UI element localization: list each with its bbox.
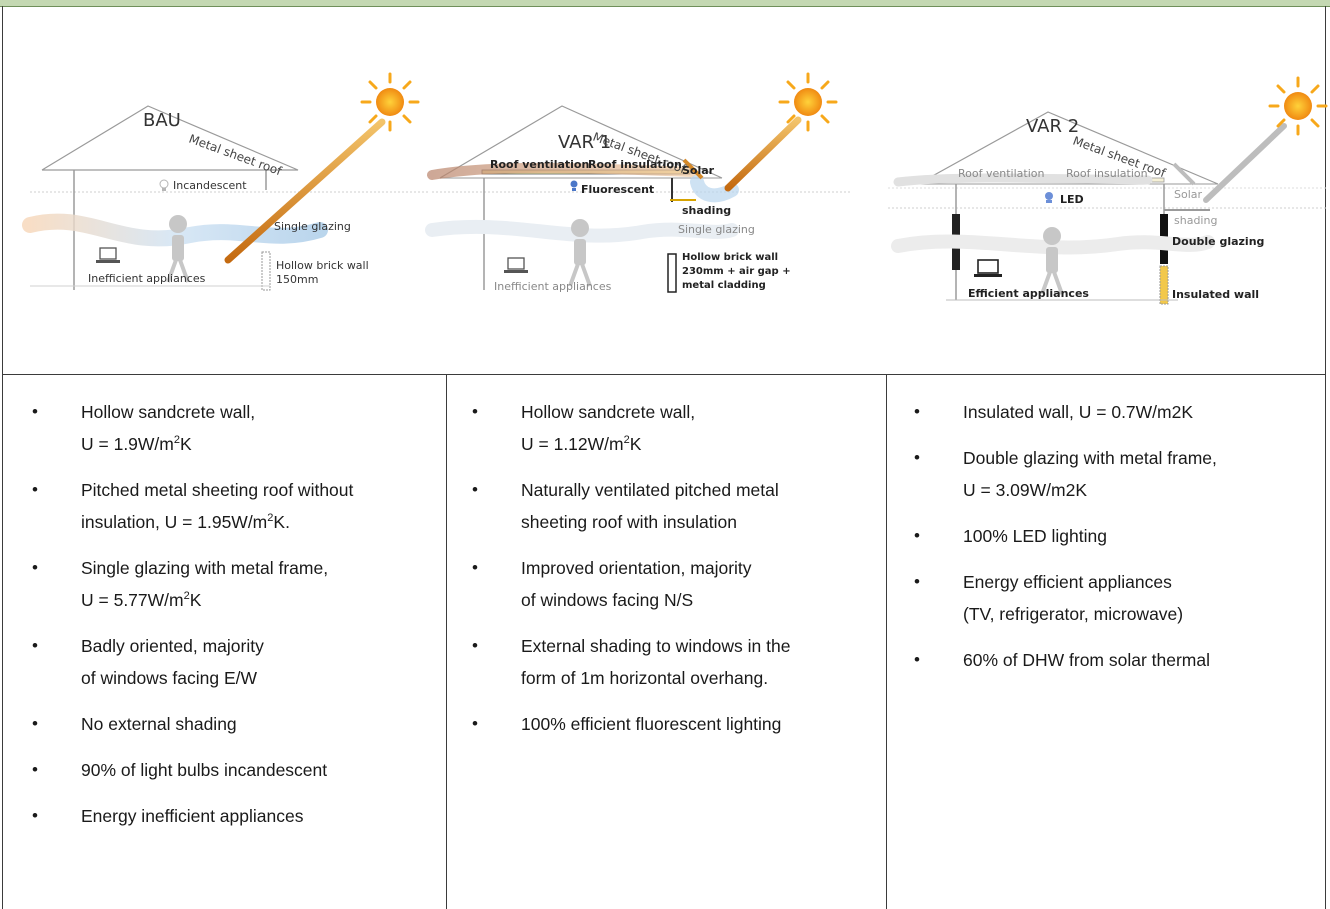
svg-text:Inefficient appliances: Inefficient appliances <box>88 272 206 285</box>
list-item: Insulated wall, U = 0.7W/m2K <box>914 396 1314 428</box>
svg-text:Solar: Solar <box>682 164 715 177</box>
list-item: Hollow sandcrete wall,U = 1.9W/m2K <box>32 396 437 460</box>
svg-text:Fluorescent: Fluorescent <box>581 183 654 196</box>
svg-text:Roof insulation: Roof insulation <box>1066 167 1148 180</box>
sun-icon <box>1268 76 1328 136</box>
var2-features: Insulated wall, U = 0.7W/m2K Double glaz… <box>914 396 1314 690</box>
list-item: Double glazing with metal frame,U = 3.09… <box>914 442 1314 506</box>
svg-text:VAR 2: VAR 2 <box>1026 116 1079 137</box>
list-item: 100% LED lighting <box>914 520 1314 552</box>
svg-text:150mm: 150mm <box>276 273 318 286</box>
svg-text:BAU: BAU <box>143 110 181 131</box>
column-divider-2 <box>886 375 887 909</box>
person-icon <box>568 219 592 287</box>
list-item: Energy efficient appliances(TV, refriger… <box>914 566 1314 630</box>
list-item: Energy inefficient appliances <box>32 800 437 832</box>
list-item: 90% of light bulbs incandescent <box>32 754 437 786</box>
svg-text:230mm + air gap +: 230mm + air gap + <box>682 266 791 277</box>
svg-text:Solar: Solar <box>1174 188 1203 201</box>
laptop-icon <box>974 259 1002 277</box>
svg-text:Efficient appliances: Efficient appliances <box>968 287 1089 300</box>
bulb-icon <box>159 179 169 191</box>
svg-text:Incandescent: Incandescent <box>173 179 247 192</box>
column-divider-1 <box>446 375 447 909</box>
svg-text:shading: shading <box>682 204 731 217</box>
row-divider <box>2 374 1326 375</box>
diagram-var1: VAR 1 Metal sheet roof Roof ventilation … <box>425 60 852 300</box>
laptop-icon <box>504 257 528 273</box>
svg-text:Single glazing: Single glazing <box>274 220 351 233</box>
table-frame <box>2 6 1326 909</box>
svg-text:Double glazing: Double glazing <box>1172 235 1264 248</box>
list-item: Naturally ventilated pitched metalsheeti… <box>472 474 877 538</box>
bulb-icon <box>1045 192 1053 203</box>
list-item: 100% efficient fluorescent lighting <box>472 708 877 740</box>
person-icon <box>166 215 190 283</box>
svg-text:Single glazing: Single glazing <box>678 223 755 236</box>
person-icon <box>1040 227 1064 295</box>
header-band <box>0 0 1330 7</box>
svg-text:Roof insulation: Roof insulation <box>588 158 682 171</box>
svg-text:VAR 1: VAR 1 <box>558 132 611 153</box>
diagram-bau: BAU Metal sheet roof Incandescent Single… <box>22 60 430 300</box>
svg-text:LED: LED <box>1060 193 1084 206</box>
list-item: Pitched metal sheeting roof withoutinsul… <box>32 474 437 538</box>
svg-text:Roof ventilation: Roof ventilation <box>958 167 1044 180</box>
bulb-icon <box>570 180 578 191</box>
list-item: Single glazing with metal frame,U = 5.77… <box>32 552 437 616</box>
svg-text:Hollow brick wall: Hollow brick wall <box>276 259 369 272</box>
list-item: 60% of DHW from solar thermal <box>914 644 1314 676</box>
laptop-icon <box>96 247 120 263</box>
sun-icon <box>360 72 420 132</box>
diagram-var2: VAR 2 Metal sheet roof Roof ventilation … <box>888 60 1328 320</box>
svg-text:shading: shading <box>1174 214 1217 227</box>
svg-text:Hollow brick wall: Hollow brick wall <box>682 252 778 263</box>
roof-outline <box>41 105 299 171</box>
var1-features: Hollow sandcrete wall,U = 1.12W/m2K Natu… <box>472 396 877 754</box>
bau-features: Hollow sandcrete wall,U = 1.9W/m2K Pitch… <box>32 396 437 846</box>
svg-text:Metal sheet roof: Metal sheet roof <box>187 132 284 179</box>
svg-text:metal cladding: metal cladding <box>682 280 766 291</box>
sun-icon <box>778 72 838 132</box>
svg-text:Insulated wall: Insulated wall <box>1172 288 1259 301</box>
svg-text:Roof ventilation: Roof ventilation <box>490 158 589 171</box>
list-item: Hollow sandcrete wall,U = 1.12W/m2K <box>472 396 877 460</box>
list-item: No external shading <box>32 708 437 740</box>
svg-text:Inefficient appliances: Inefficient appliances <box>494 280 612 293</box>
